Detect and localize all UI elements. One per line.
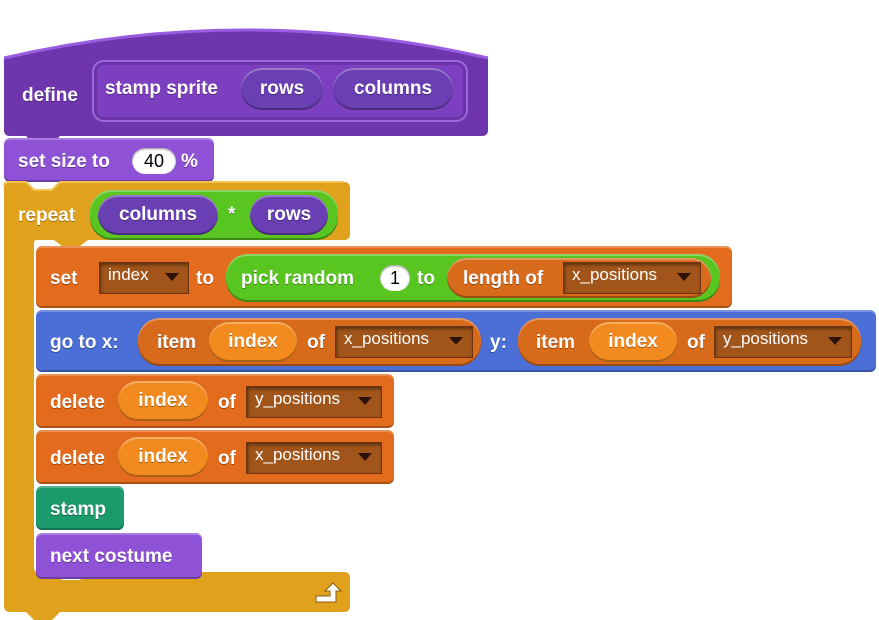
to-label: to: [196, 268, 214, 289]
y-list-value: y_positions: [723, 329, 809, 348]
set-label: set: [50, 268, 78, 289]
next-costume-label: next costume: [50, 546, 173, 567]
rows-reporter[interactable]: rows: [250, 195, 328, 235]
delete-y-index-label: index: [138, 390, 188, 411]
length-list-value: x_positions: [572, 265, 658, 284]
loop-arrow-icon: [315, 582, 343, 603]
custom-block-name: stamp sprite: [105, 78, 218, 99]
repeat-label: repeat: [18, 205, 76, 226]
delete-y-list-dropdown[interactable]: y_positions: [246, 386, 382, 418]
delete-y-label: delete: [50, 392, 105, 413]
variable-dropdown-value: index: [108, 265, 149, 284]
item-x-label: item: [157, 332, 197, 353]
size-value-input[interactable]: 40: [132, 148, 176, 174]
x-list-dropdown[interactable]: x_positions: [335, 326, 473, 358]
param-rows-label: rows: [259, 78, 305, 99]
delete-x-label: delete: [50, 448, 105, 469]
chevron-down-icon: [358, 453, 372, 461]
stamp-block[interactable]: [36, 486, 124, 530]
chevron-down-icon: [449, 337, 463, 345]
go-to-x-label: go to x:: [50, 332, 119, 353]
of-y-label: of: [687, 332, 705, 353]
chevron-down-icon: [165, 273, 179, 281]
param-columns-label: columns: [353, 78, 433, 99]
chevron-down-icon: [358, 397, 372, 405]
of-x-label: of: [307, 332, 325, 353]
percent-suffix: %: [181, 151, 198, 172]
set-size-label: set size to: [18, 151, 110, 172]
delete-y-of-label: of: [218, 392, 236, 413]
param-rows[interactable]: rows: [241, 68, 323, 110]
next-costume-block[interactable]: [36, 533, 202, 579]
pick-random-label: pick random: [241, 268, 354, 289]
length-list-dropdown[interactable]: x_positions: [563, 262, 701, 294]
index-y-reporter[interactable]: index: [589, 322, 677, 362]
multiply-symbol: *: [228, 204, 236, 225]
size-value: 40: [143, 151, 165, 171]
delete-x-list-dropdown[interactable]: x_positions: [246, 442, 382, 474]
delete-x-index-label: index: [138, 446, 188, 467]
length-of-label: length of: [463, 268, 544, 289]
define-keyword: define: [22, 85, 78, 106]
delete-y-index-reporter[interactable]: index: [118, 381, 208, 421]
index-y-label: index: [608, 331, 658, 352]
random-to-label: to: [417, 268, 435, 289]
chevron-down-icon: [677, 273, 691, 281]
index-x-label: index: [228, 331, 278, 352]
random-from-input[interactable]: 1: [380, 265, 410, 291]
rows-reporter-label: rows: [266, 204, 312, 225]
param-columns[interactable]: columns: [333, 68, 453, 110]
delete-x-of-label: of: [218, 448, 236, 469]
stamp-label: stamp: [50, 499, 106, 520]
columns-reporter[interactable]: columns: [98, 195, 218, 235]
item-y-label: item: [536, 332, 576, 353]
delete-x-list-value: x_positions: [255, 445, 341, 464]
x-list-value: x_positions: [344, 329, 430, 348]
y-label: y:: [490, 332, 507, 353]
set-size-block[interactable]: [4, 138, 214, 182]
delete-y-list-value: y_positions: [255, 389, 341, 408]
chevron-down-icon: [828, 337, 842, 345]
y-list-dropdown[interactable]: y_positions: [714, 326, 852, 358]
variable-dropdown[interactable]: index: [99, 262, 189, 294]
columns-reporter-label: columns: [118, 204, 198, 225]
delete-x-index-reporter[interactable]: index: [118, 437, 208, 477]
index-x-reporter[interactable]: index: [209, 322, 297, 362]
random-from-value: 1: [389, 268, 400, 288]
